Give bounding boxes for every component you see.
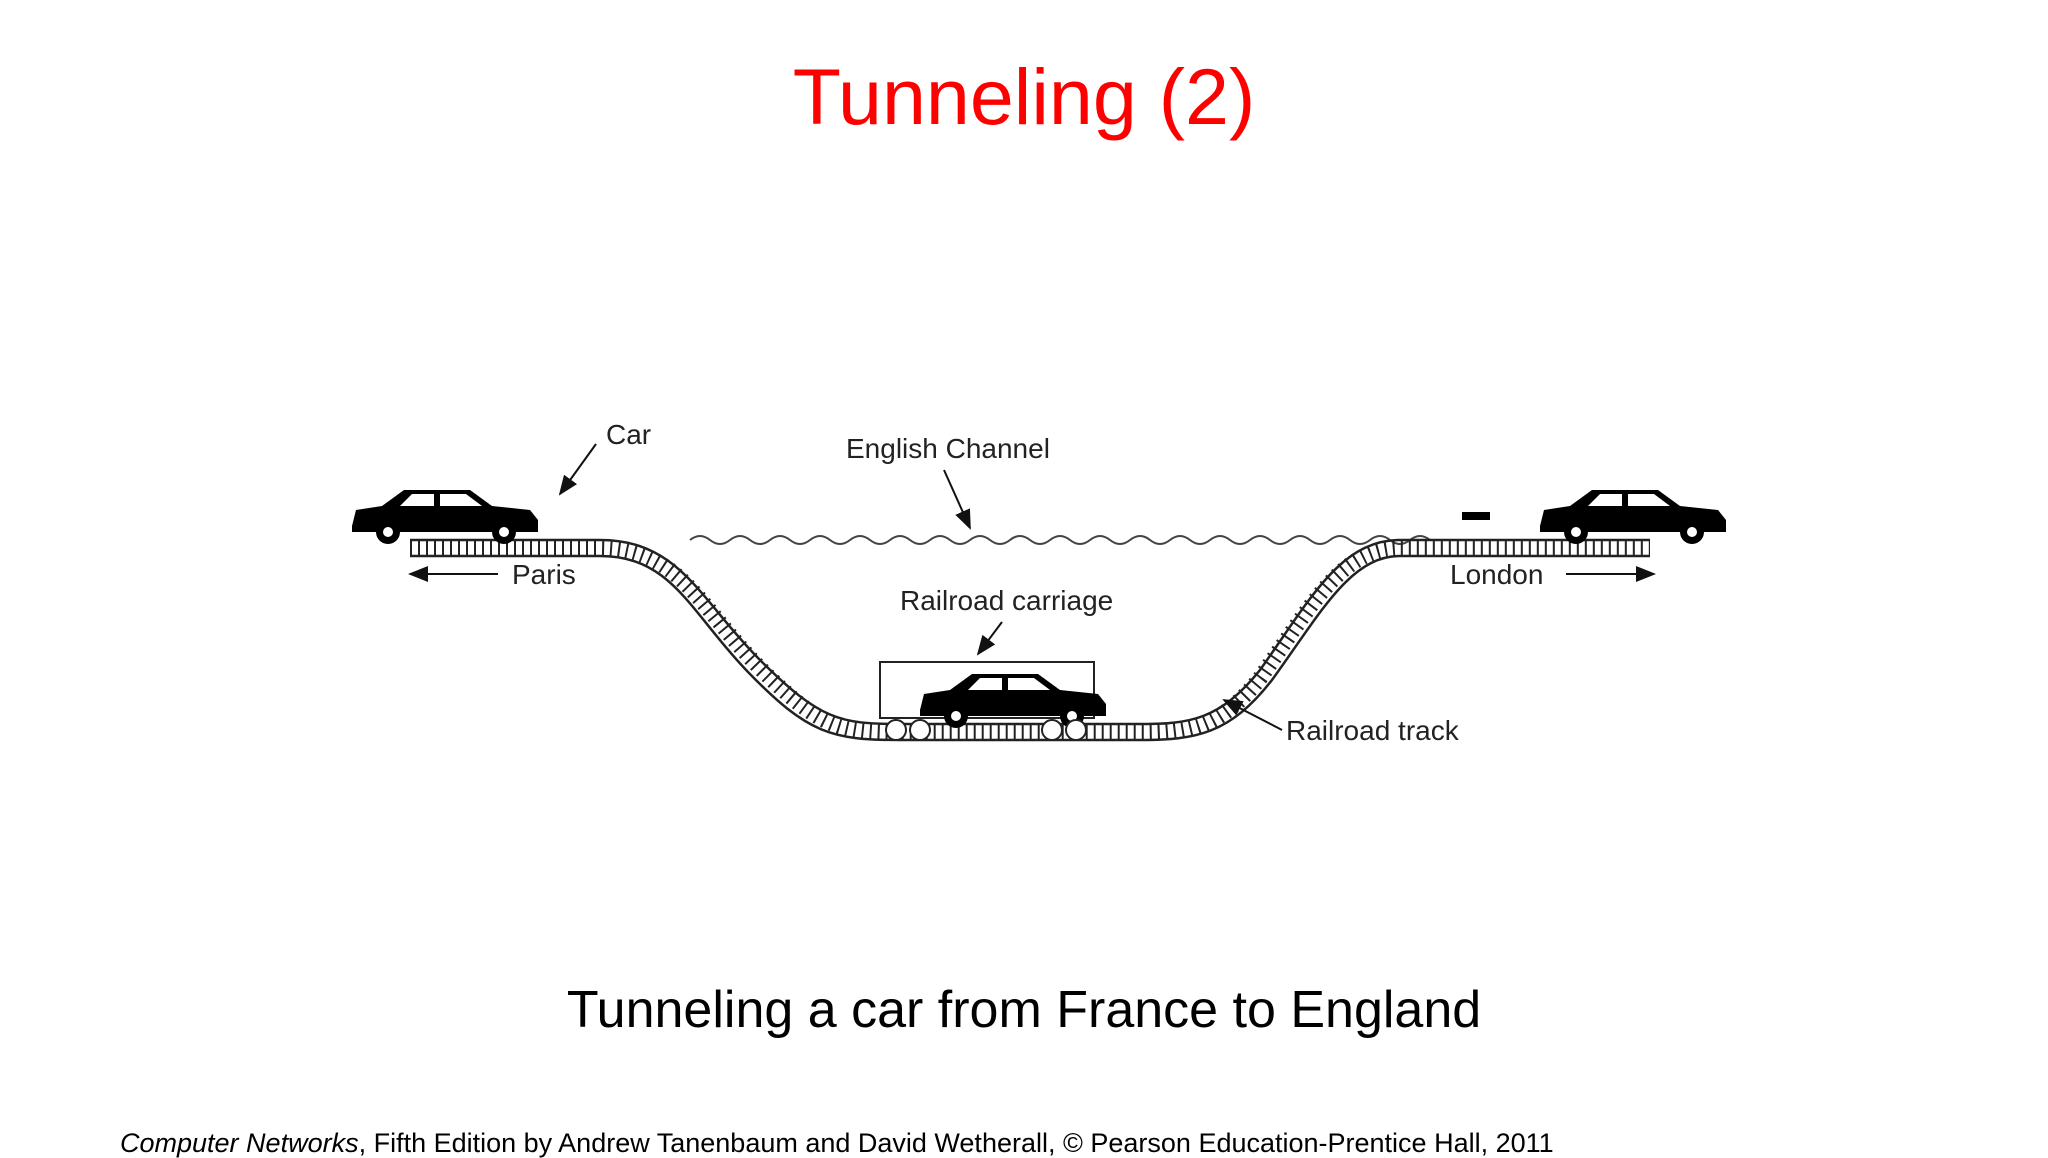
slide-footer: Computer Networks, Fifth Edition by Andr… (120, 1128, 1554, 1158)
footer-book-title: Computer Networks (120, 1128, 359, 1158)
car-left (352, 490, 538, 544)
arrow-english-channel (943, 469, 971, 530)
label-london: London (1450, 559, 1543, 590)
label-car: Car (606, 419, 651, 450)
label-railroad-track: Railroad track (1286, 715, 1460, 746)
arrow-car (558, 443, 597, 496)
label-paris: Paris (512, 559, 576, 590)
footer-citation: , Fifth Edition by Andrew Tanenbaum and … (358, 1128, 1554, 1158)
channel-water (689, 535, 1431, 545)
car-right (1540, 490, 1726, 544)
slide-caption: Tunneling a car from France to England (566, 981, 1482, 1039)
label-railroad-carriage: Railroad carriage (900, 585, 1113, 616)
arrow-carriage (976, 621, 1003, 656)
slide-title: Tunneling (2) (792, 52, 1256, 141)
dash-mark (1462, 512, 1490, 520)
label-english-channel: English Channel (846, 433, 1050, 464)
arrow-track (1222, 699, 1283, 731)
railroad-carriage (879, 661, 1106, 741)
